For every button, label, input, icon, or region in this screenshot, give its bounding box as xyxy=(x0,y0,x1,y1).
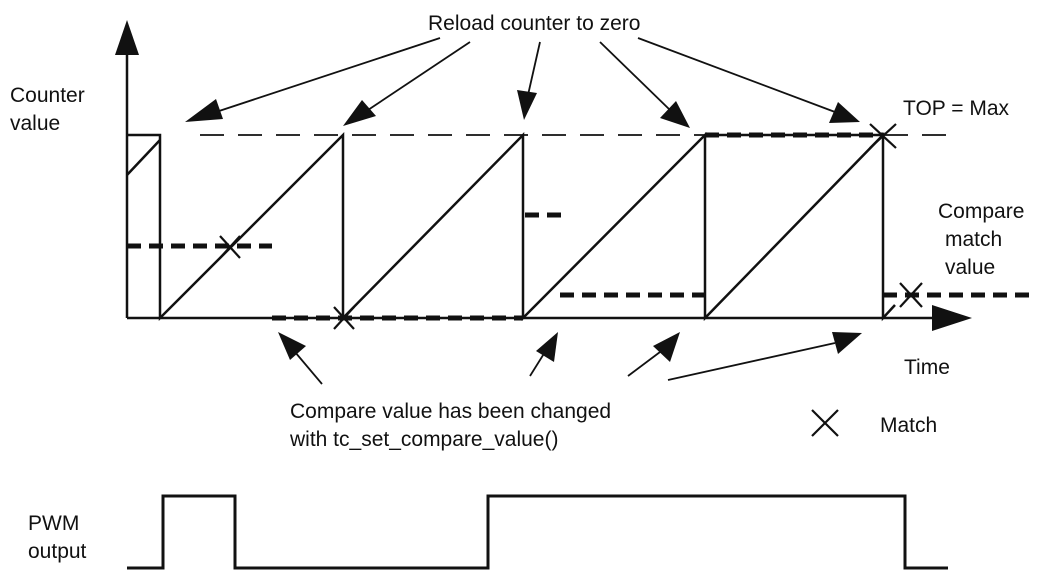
arrow-icon xyxy=(653,332,680,362)
arrow-icon xyxy=(660,101,690,128)
reload-label: Reload counter to zero xyxy=(428,12,640,35)
arrow-icon xyxy=(832,332,862,354)
compare-match-segments xyxy=(127,132,1030,321)
compare-changed-label-line1: Compare value has been changed xyxy=(290,400,611,423)
x-cross-icon xyxy=(869,123,897,149)
match-legend xyxy=(811,409,839,437)
reload-arrows xyxy=(185,37,860,128)
time-label: Time xyxy=(904,356,950,379)
pwm-label-line1: PWM xyxy=(28,512,79,535)
x-cross-icon xyxy=(219,235,241,259)
pwm-waveform xyxy=(127,494,948,570)
y-axis-arrow-icon xyxy=(115,20,139,55)
x-cross-icon xyxy=(899,282,923,308)
arrow-icon xyxy=(517,90,537,120)
compare-match-label-line2: match xyxy=(945,228,1002,251)
counter-value-label-line1: Counter xyxy=(10,84,85,107)
x-axis-arrow-icon xyxy=(932,305,972,331)
x-cross-icon xyxy=(811,409,839,437)
x-cross-icon xyxy=(333,306,355,330)
match-markers xyxy=(219,123,923,330)
pwm-label-line2: output xyxy=(28,540,87,563)
match-label: Match xyxy=(880,414,937,437)
arrow-icon xyxy=(829,102,860,123)
arrow-icon xyxy=(536,332,558,362)
counter-value-label-line2: value xyxy=(10,112,60,135)
arrow-icon xyxy=(185,99,223,122)
compare-changed-label-line2: with tc_set_compare_value() xyxy=(289,428,558,451)
compare-match-label-line3: value xyxy=(945,256,995,279)
arrow-icon xyxy=(343,100,376,126)
arrow-icon xyxy=(278,332,306,360)
compare-changed-arrows xyxy=(278,332,862,385)
counter-axes xyxy=(115,20,972,331)
top-max-label: TOP = Max xyxy=(903,97,1010,120)
counter-sawtooth xyxy=(126,131,896,322)
compare-match-label-line1: Compare xyxy=(938,200,1024,223)
